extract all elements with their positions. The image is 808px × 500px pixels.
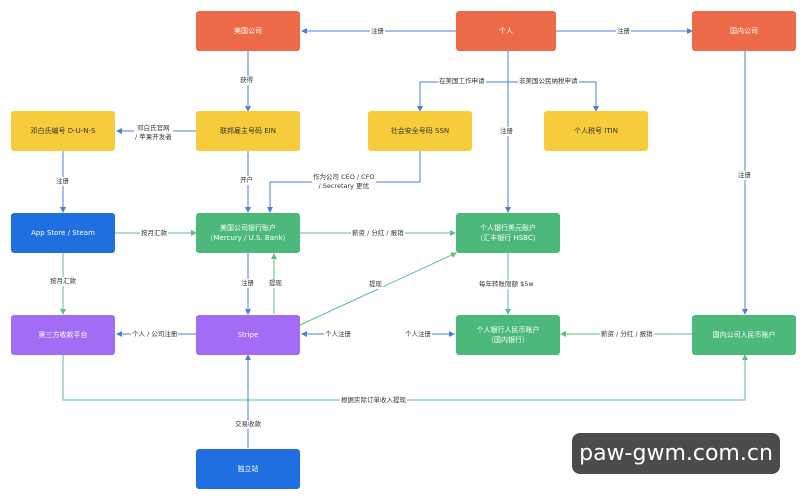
node-duns: 邓白氏编号 D-U-N-S (11, 111, 115, 151)
label-ceo-change-1: 作为公司 CEO / CFO (313, 173, 375, 181)
label-open-account: 开户 (239, 176, 254, 185)
node-duns-label: 邓白氏编号 D-U-N-S (30, 127, 96, 135)
label-salary-domestic: 薪资 / 分红 / 报销 (600, 330, 654, 339)
label-work-apply: 在美国工作申请 (438, 77, 486, 86)
node-us-bank: 美国公司银行账户 （Mercury / U.S. Bank） (196, 213, 300, 253)
label-stripe-register: 注册 (240, 279, 255, 288)
label-personal-register-rmb: 个人注册 (404, 330, 432, 339)
node-domestic-company-label: 国内公司 (730, 27, 758, 35)
node-ein-label: 联邦雇主号码 EIN (220, 127, 276, 135)
node-personal-rmb: 个人银行人民币账户 （国内银行） (456, 315, 560, 355)
edge-stripe-personal-usd (299, 252, 457, 326)
node-appstore-label: App Store / Steam (31, 229, 95, 237)
label-ceo-change-2: / Secretary 更优 (318, 182, 370, 190)
node-ssn-label: 社会安全号码 SSN (390, 127, 450, 135)
label-register-us: 注册 (370, 27, 385, 36)
node-stripe: Stripe (196, 315, 300, 355)
node-ssn: 社会安全号码 SSN (368, 111, 472, 151)
label-duns-via: 邓白氏官网 / 苹果开发者 (134, 124, 173, 142)
node-us-bank-label-2: （Mercury / U.S. Bank） (206, 234, 290, 242)
label-register-personal: 注册 (499, 127, 514, 136)
edge-individual-ssn (417, 81, 508, 112)
label-order-withdraw: 根据实际订单收入提现 (340, 396, 407, 405)
edge-individual-itin (508, 81, 599, 112)
node-third-party: 第三方收款平台 (11, 315, 115, 355)
node-independent-label: 独立站 (237, 465, 259, 473)
node-us-company: 美国公司 (196, 11, 300, 51)
label-duns-via-1: 邓白氏官网 (137, 124, 170, 132)
node-itin: 个人税号 ITIN (544, 111, 648, 151)
node-domestic-receive: 国内公司人民币账户 (692, 315, 796, 355)
node-personal-rmb-label-1: 个人银行人民币账户 (476, 326, 540, 334)
node-stripe-label: Stripe (237, 331, 259, 339)
node-itin-label: 个人税号 ITIN (574, 127, 618, 135)
label-register-domestic: 注册 (616, 27, 631, 36)
label-monthly-remit-third: 按月汇款 (49, 277, 77, 286)
label-duns-via-2: / 苹果开发者 (135, 133, 172, 141)
label-withdraw-usd: 提现 (368, 280, 383, 289)
node-personal-usd-label-1: 个人银行美元账户 (480, 224, 536, 232)
node-individual-label: 个人 (499, 27, 513, 35)
label-person-company-register: 个人 / 公司注册 (131, 330, 179, 339)
node-independent: 独立站 (196, 449, 300, 489)
node-individual: 个人 (456, 11, 556, 51)
node-us-company-label: 美国公司 (234, 27, 262, 35)
node-appstore: App Store / Steam (11, 213, 115, 253)
label-personal-register-stripe: 个人注册 (324, 330, 352, 339)
label-register-domestic-down: 注册 (737, 171, 752, 180)
label-register-duns: 注册 (55, 177, 70, 186)
node-personal-rmb-label-2: （国内银行） (487, 336, 529, 344)
node-ein: 联邦雇主号码 EIN (196, 111, 300, 151)
label-trade-collect: 交易收款 (234, 420, 262, 429)
label-ceo-change: 作为公司 CEO / CFO / Secretary 更优 (312, 173, 376, 191)
node-third-party-label: 第三方收款平台 (38, 331, 88, 339)
node-domestic-receive-label: 国内公司人民币账户 (712, 331, 776, 339)
label-stripe-withdraw: 提现 (268, 279, 283, 288)
node-personal-usd-label-2: （汇丰银行 HSBC） (476, 234, 540, 242)
edge-third-order-withdraw (62, 354, 748, 401)
label-monthly-remit: 按月汇款 (140, 229, 168, 238)
node-personal-usd: 个人银行美元账户 （汇丰银行 HSBC） (456, 213, 560, 253)
watermark: paw-gwm.com.cn (572, 433, 780, 474)
node-domestic-company: 国内公司 (692, 11, 796, 51)
label-salary-us: 薪资 / 分红 / 报销 (351, 229, 405, 238)
node-us-bank-label-1: 美国公司银行账户 (220, 224, 276, 232)
label-nonresident-apply: 非美国公民纳税申请 (518, 77, 579, 86)
label-obtain: 获得 (239, 76, 254, 85)
label-annual-limit: 每年转账限额 $5w (478, 280, 535, 289)
